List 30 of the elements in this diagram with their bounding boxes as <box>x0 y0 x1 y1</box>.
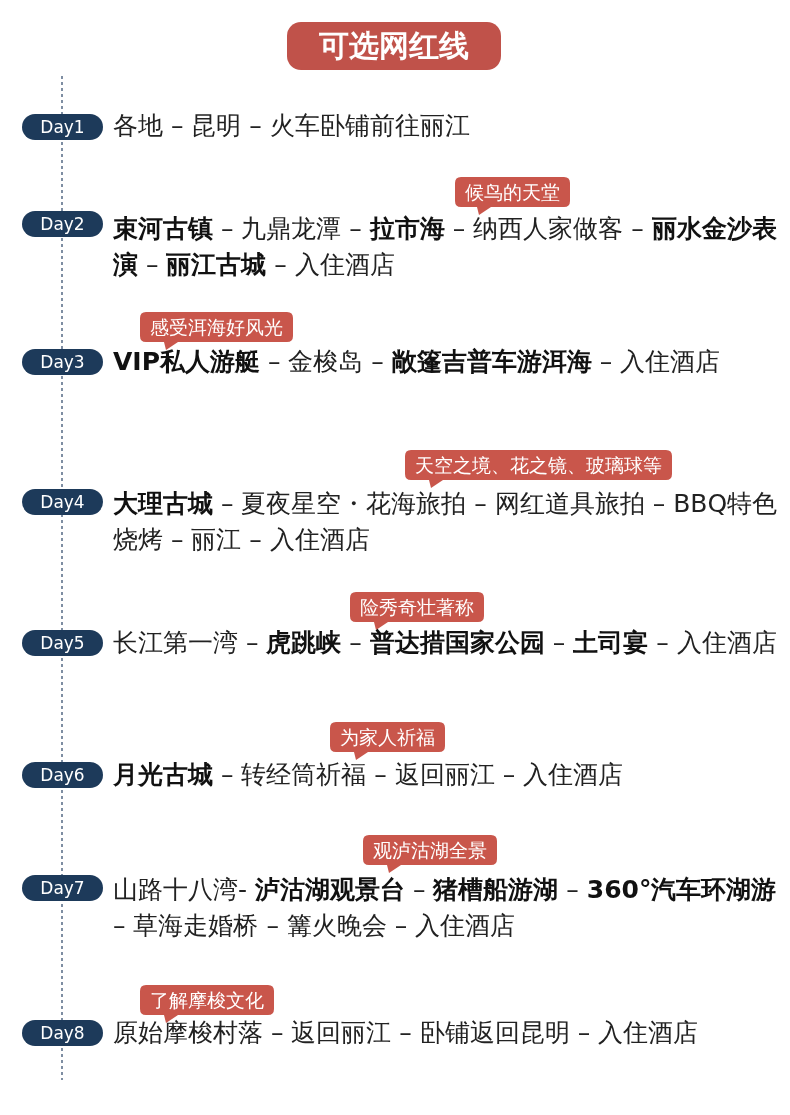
callout-text: 了解摩梭文化 <box>149 988 265 1013</box>
itinerary-text: 月光古城 – 转经筒祈福 – 返回丽江 – 入住酒店 <box>113 759 625 791</box>
callout-text: 感受洱海好风光 <box>149 315 284 340</box>
callout-bubble <box>350 592 484 630</box>
callout-text: 天空之境、花之镜、玻璃球等 <box>414 453 663 478</box>
callout-text: 候鸟的天堂 <box>464 180 561 205</box>
day-badge: Day3 <box>22 349 103 375</box>
itinerary-text: VIP私人游艇 – 金梭岛 – 敞篷吉普车游洱海 – 入住酒店 <box>113 346 722 378</box>
itinerary-text: 束河古镇 – 九鼎龙潭 – 拉市海 – 纳西人家做客 – 丽水金沙表演 – 丽江古城 – 入住酒店 <box>113 213 778 281</box>
day-badge: Day5 <box>22 630 103 656</box>
day-badge: Day2 <box>22 211 103 237</box>
callout-bubble <box>330 722 445 760</box>
callout-bubble <box>363 835 497 873</box>
callout-bubble <box>140 312 293 350</box>
itinerary-text: 大理古城 – 夏夜星空・花海旅拍 – 网红道具旅拍 – BBQ特色烧烤 – 丽江 – 入住酒店 <box>113 488 778 556</box>
day-badge: Day7 <box>22 875 103 901</box>
callout-text: 观泸沽湖全景 <box>372 838 488 863</box>
itinerary-text: 山路十八湾- 泸沽湖观景台 – 猪槽船游湖 – 360°汽车环湖游 – 草海走婚桥 – 篝火晚会 – 入住酒店 <box>113 874 778 942</box>
day-badge: Day8 <box>22 1020 103 1046</box>
title-banner: 可选网红线 <box>287 22 501 70</box>
callout-bubble <box>455 177 570 215</box>
itinerary-text: 长江第一湾 – 虎跳峡 – 普达措国家公园 – 土司宴 – 入住酒店 <box>113 627 778 659</box>
day-badge: Day6 <box>22 762 103 788</box>
callout-text: 为家人祈福 <box>339 725 436 750</box>
day-badge: Day1 <box>22 114 103 140</box>
itinerary-text: 原始摩梭村落 – 返回丽江 – 卧铺返回昆明 – 入住酒店 <box>113 1017 700 1049</box>
itinerary-text: 各地 – 昆明 – 火车卧铺前往丽江 <box>113 110 471 142</box>
day-badge: Day4 <box>22 489 103 515</box>
callout-bubble <box>405 450 672 488</box>
callout-text: 险秀奇壮著称 <box>359 595 475 620</box>
